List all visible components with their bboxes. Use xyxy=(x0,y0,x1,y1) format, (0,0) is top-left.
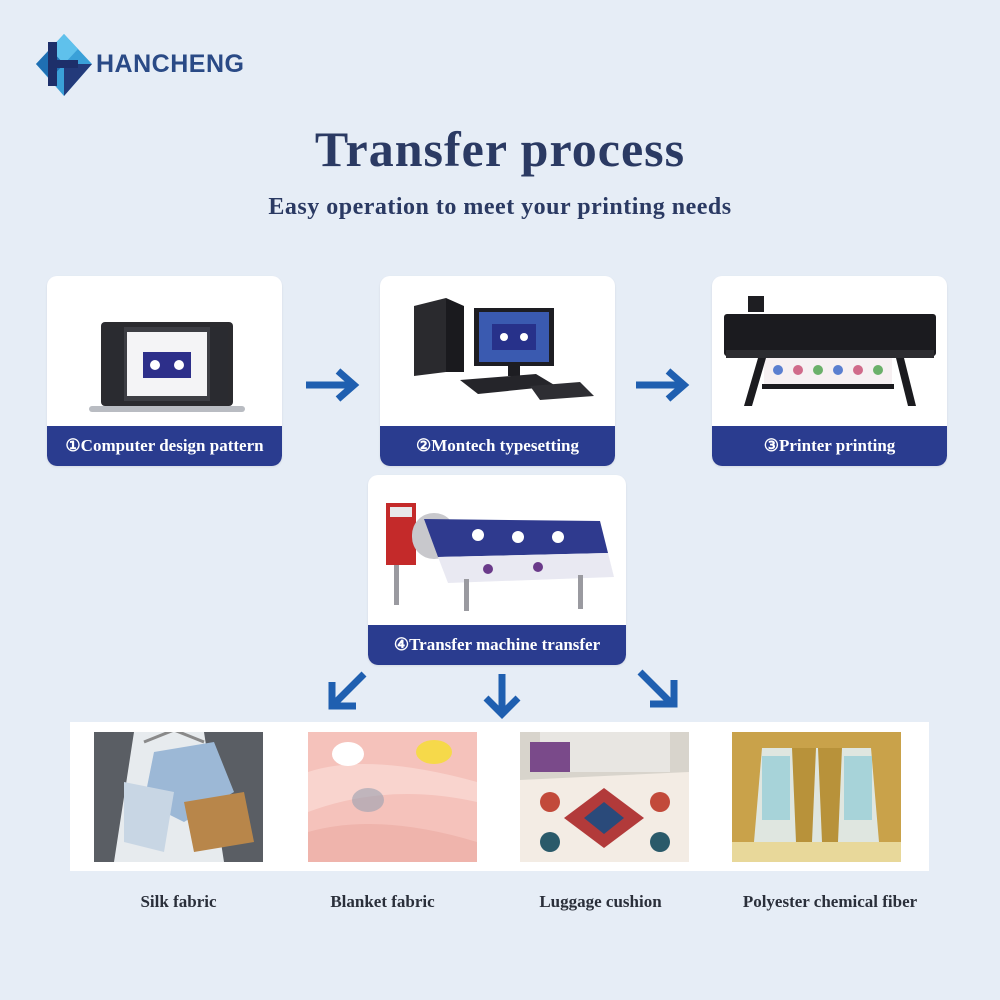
step-card-printer: ③Printer printing xyxy=(712,276,947,466)
step-card-transfer-machine: ④Transfer machine transfer xyxy=(368,475,626,665)
brand-name: HANCHENG xyxy=(96,50,245,78)
step-label-3: ③Printer printing xyxy=(712,426,947,466)
step-label-4: ④Transfer machine transfer xyxy=(368,625,626,665)
hancheng-logo-icon xyxy=(36,34,92,96)
caption-silk-fabric: Silk fabric xyxy=(140,892,217,911)
arrow-down-left-icon xyxy=(328,671,367,710)
arrow-down-icon xyxy=(483,674,521,719)
transfer-machine-icon xyxy=(386,503,614,611)
arrow-down-right-icon xyxy=(637,669,678,708)
step-card-computer-design: ①Computer design pattern xyxy=(47,276,282,466)
caption-polyester-chemical-fiber: Polyester chemical fiber xyxy=(742,892,918,911)
luggage-cushion-image xyxy=(520,732,689,862)
printer-icon xyxy=(724,296,936,406)
arrow-right-icon xyxy=(636,368,690,402)
step-label-2: ②Montech typesetting xyxy=(380,426,615,466)
blanket-fabric-image xyxy=(308,732,477,862)
arrow-right-icon xyxy=(306,368,360,402)
polyester-chemical-fiber-image xyxy=(732,732,901,862)
caption-luggage-cushion: Luggage cushion xyxy=(539,892,662,911)
page-subtitle: Easy operation to meet your printing nee… xyxy=(268,194,732,220)
brand-logo: HANCHENG xyxy=(34,32,244,98)
silk-fabric-image xyxy=(94,732,263,862)
step-card-typesetting: ②Montech typesetting xyxy=(380,276,615,466)
application-strip xyxy=(70,722,929,871)
step-label-1: ①Computer design pattern xyxy=(47,426,282,466)
caption-blanket-fabric: Blanket fabric xyxy=(330,892,435,911)
desktop-computer-icon xyxy=(414,298,594,400)
page-title: Transfer process xyxy=(314,121,686,177)
laptop-icon xyxy=(89,322,245,412)
